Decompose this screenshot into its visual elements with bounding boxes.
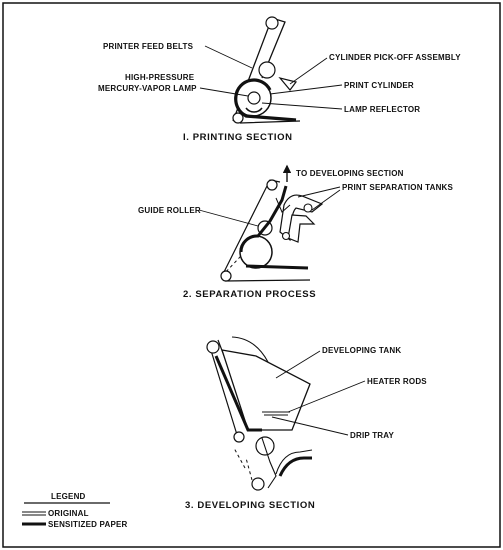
legend-original-label: ORIGINAL bbox=[48, 509, 89, 518]
pickoff-assembly bbox=[278, 76, 298, 91]
printing-section: PRINTER FEED BELTS CYLINDER PICK-OFF ASS… bbox=[98, 16, 461, 143]
label-separation-tanks: PRINT SEPARATION TANKS bbox=[342, 183, 454, 192]
label-pickoff-assembly: CYLINDER PICK-OFF ASSEMBLY bbox=[329, 53, 461, 62]
pickoff-roller bbox=[258, 61, 276, 79]
sep-bottom-roller bbox=[220, 270, 232, 282]
separation-tank-2 bbox=[287, 214, 316, 243]
label-lamp-reflector: LAMP REFLECTOR bbox=[344, 105, 420, 114]
bottom-belt-roller bbox=[232, 112, 244, 124]
label-drip-tray: DRIP TRAY bbox=[350, 431, 394, 440]
developing-section: DEVELOPING TANK HEATER RODS DRIP TRAY 3.… bbox=[185, 336, 427, 511]
legend-sensitized-label: SENSITIZED PAPER bbox=[48, 520, 128, 529]
sep-top-roller bbox=[266, 179, 278, 191]
mercury-vapor-lamp bbox=[247, 91, 261, 105]
caption-separation-process: 2. SEPARATION PROCESS bbox=[183, 289, 316, 300]
caption-printing-section: I. PRINTING SECTION bbox=[183, 132, 293, 143]
legend-original-swatch bbox=[22, 511, 46, 516]
label-lamp-line2: MERCURY-VAPOR LAMP bbox=[98, 84, 197, 93]
label-printer-feed-belts: PRINTER FEED BELTS bbox=[103, 42, 194, 51]
label-to-developing: TO DEVELOPING SECTION bbox=[296, 169, 404, 178]
label-guide-roller: GUIDE ROLLER bbox=[138, 206, 201, 215]
legend-title: LEGEND bbox=[51, 492, 86, 501]
label-developing-tank: DEVELOPING TANK bbox=[322, 346, 401, 355]
label-heater-rods: HEATER RODS bbox=[367, 377, 427, 386]
label-lamp-line1: HIGH-PRESSURE bbox=[125, 73, 195, 82]
dev-top-roller bbox=[206, 340, 220, 354]
top-belt-roller bbox=[265, 16, 279, 30]
lamp-reflector bbox=[245, 107, 263, 113]
legend: LEGEND ORIGINAL SENSITIZED PAPER bbox=[22, 492, 128, 529]
separation-section: TO DEVELOPING SECTION PRINT SEPARATION T… bbox=[138, 164, 454, 300]
dev-mid-roller bbox=[233, 431, 245, 443]
label-print-cylinder: PRINT CYLINDER bbox=[344, 81, 414, 90]
developing-tank bbox=[221, 349, 311, 431]
dev-bottom-roller bbox=[251, 477, 265, 491]
caption-developing-section: 3. DEVELOPING SECTION bbox=[185, 500, 315, 511]
